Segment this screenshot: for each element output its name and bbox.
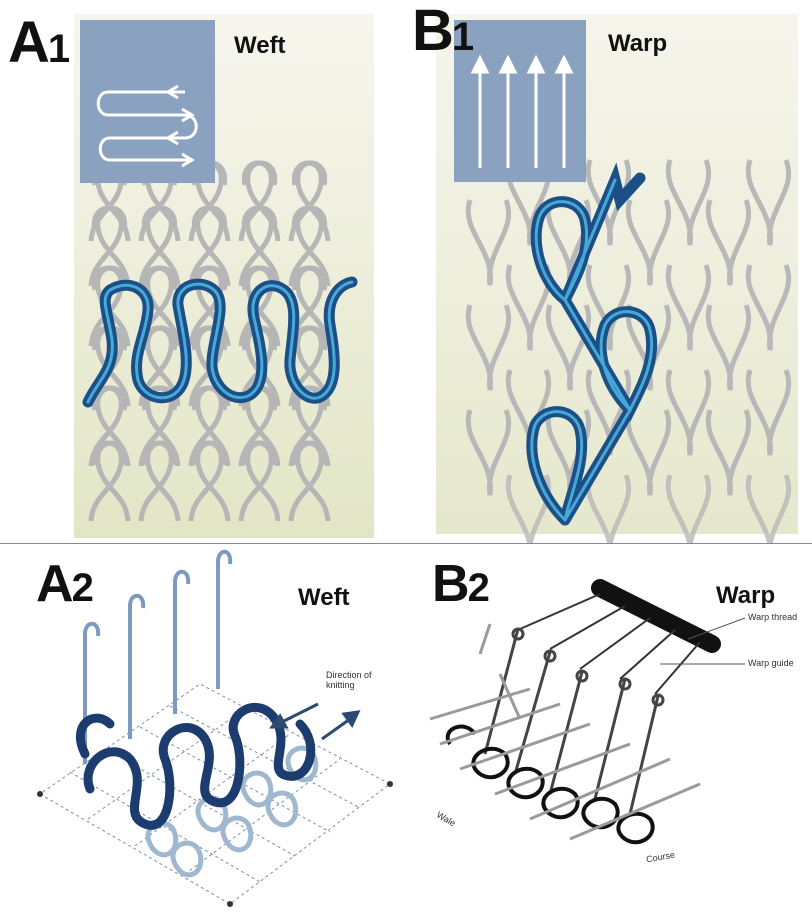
panel-title-b1: Warp — [608, 30, 668, 57]
panel-title-a1: Weft — [234, 32, 286, 59]
guide-bar — [591, 579, 721, 653]
panel-a2: A2 Weft Direction of knitting — [0, 544, 400, 918]
panel-label-a1: A1 — [8, 10, 71, 75]
panel-label-a2: A2 — [36, 555, 94, 613]
direction-of-knitting-label: Direction of knitting — [326, 670, 372, 690]
warp-loops — [445, 724, 655, 845]
serpentine-arrows-icon — [96, 84, 198, 168]
warp-threads — [519, 593, 701, 695]
panel-b2: B2 Warp Warp thread Warp guide Wale Cour… — [400, 544, 812, 918]
background-stitches — [91, 163, 328, 521]
weft-knitting-machine-diagram — [37, 549, 393, 907]
warp-thread-pointer — [687, 617, 746, 640]
panel-a1: A1 Weft — [0, 0, 400, 543]
direction-arrows-icon — [269, 702, 361, 741]
panel-divider — [0, 543, 812, 544]
warp-knitting-machine-diagram — [429, 579, 746, 845]
warp-wale-yarn — [526, 162, 658, 526]
panel-title-b2: Warp — [716, 582, 776, 609]
panel-label-b1: B1 — [412, 0, 475, 63]
panel-title-a2: Weft — [298, 584, 350, 611]
latch-needles — [83, 549, 233, 764]
panel-label-b2: B2 — [432, 555, 490, 613]
warp-guide-label: Warp guide — [748, 658, 794, 668]
panel-b1: B1 Warp — [400, 0, 812, 543]
weft-yarn — [75, 702, 316, 830]
fabric-loops — [145, 745, 319, 878]
upward-arrows-icon — [470, 54, 574, 168]
warp-thread-label: Warp thread — [748, 612, 798, 622]
warp-knit-diagram — [436, 14, 798, 543]
weft-knit-diagram — [74, 14, 374, 538]
fabric-lines — [429, 623, 701, 841]
weft-course-yarn — [82, 276, 358, 408]
